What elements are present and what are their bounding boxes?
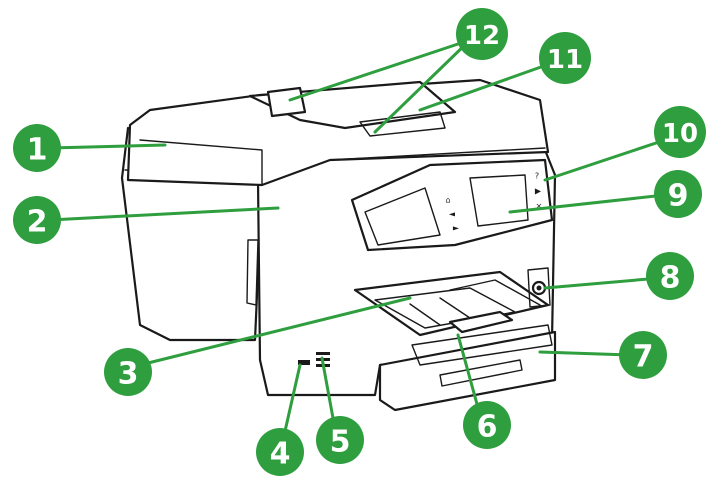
callout-8-badge: 8 xyxy=(646,252,694,300)
output-tray-ridge-1 xyxy=(439,297,471,319)
front-handle xyxy=(246,239,259,306)
callout-7-badge: 7 xyxy=(619,331,667,379)
adf-paper-guide xyxy=(266,86,307,118)
memory-slot-1 xyxy=(316,352,330,355)
callout-3-label: 3 xyxy=(118,357,139,392)
leader-7 xyxy=(538,350,632,357)
usb-port xyxy=(298,360,310,365)
adf-output-slot xyxy=(359,111,446,137)
leader-11 xyxy=(418,60,557,112)
callout-12-badge: 12 xyxy=(456,8,508,60)
leader-8 xyxy=(543,276,662,290)
home-icon: ⌂ xyxy=(445,196,450,205)
callout-12-label: 12 xyxy=(464,21,500,51)
callout-4-label: 4 xyxy=(270,437,291,472)
callout-9-label: 9 xyxy=(668,179,689,214)
callout-8-label: 8 xyxy=(660,261,681,296)
touch-screen xyxy=(469,174,529,227)
input-tray-handle xyxy=(439,359,523,387)
leader-12b xyxy=(373,38,472,134)
output-tray-back xyxy=(449,279,541,306)
callout-10-label: 10 xyxy=(662,119,698,149)
output-tray-extender xyxy=(448,310,514,334)
play-icon: ▶ xyxy=(535,187,542,196)
lid-seam xyxy=(329,147,546,161)
leader-9 xyxy=(508,193,667,214)
callout-6-badge: 6 xyxy=(463,401,511,449)
callout-6-label: 6 xyxy=(477,410,498,445)
callout-2-badge: 2 xyxy=(13,196,61,244)
callout-1-label: 1 xyxy=(27,133,48,168)
callout-10-badge: 10 xyxy=(654,106,706,158)
leader-3 xyxy=(138,296,412,367)
lid-front-edge xyxy=(139,139,263,186)
help-icon: ? xyxy=(535,172,539,181)
output-bin xyxy=(411,324,553,366)
callout-4-badge: 4 xyxy=(256,428,304,476)
right-panel-buttons: ? ▶ × xyxy=(535,172,542,211)
leader-10 xyxy=(543,138,667,182)
cancel-icon: × xyxy=(536,202,543,211)
leader-6 xyxy=(456,333,482,417)
back-arrow-icon: ◄ xyxy=(449,210,456,219)
leader-12a xyxy=(288,38,472,102)
callout-1-badge: 1 xyxy=(13,124,61,172)
keypad-area xyxy=(364,187,441,246)
leader-1 xyxy=(48,143,167,150)
leader-4 xyxy=(281,363,302,442)
callout-11-label: 11 xyxy=(547,45,583,75)
callout-5-label: 5 xyxy=(330,425,351,460)
callout-3-badge: 3 xyxy=(104,348,152,396)
callout-11-badge: 11 xyxy=(539,32,591,84)
control-panel-housing xyxy=(350,158,554,252)
output-tray-inner xyxy=(374,287,516,329)
callout-5-badge: 5 xyxy=(316,416,364,464)
callout-7-label: 7 xyxy=(633,340,654,375)
output-tray-ridge-2 xyxy=(409,303,441,326)
power-button-center xyxy=(536,285,542,291)
callout-leaders xyxy=(48,38,667,442)
leader-2 xyxy=(48,206,280,222)
power-button-recess xyxy=(527,267,551,308)
left-panel-buttons: ⌂ ◄ ► xyxy=(445,196,459,233)
callout-2-label: 2 xyxy=(27,205,48,240)
callout-9-badge: 9 xyxy=(654,170,702,218)
forward-arrow-icon: ► xyxy=(453,224,460,233)
